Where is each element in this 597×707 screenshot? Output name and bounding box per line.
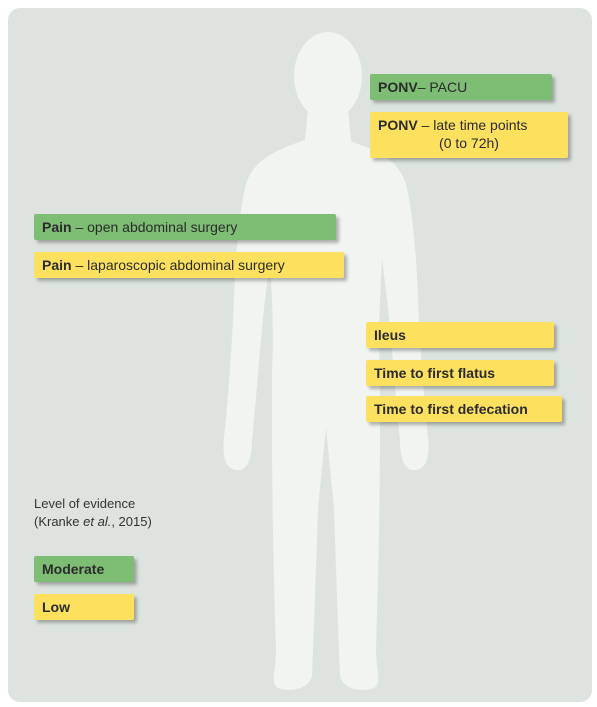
label-ileus-strong: Ileus bbox=[374, 327, 406, 343]
label-time-to-first-flatus: Time to first flatus bbox=[366, 360, 554, 386]
label-pain-open: Pain – open abdominal surgery bbox=[34, 214, 336, 240]
figure-panel: PONV– PACU PONV – late time points (0 to… bbox=[8, 8, 592, 702]
label-pain-open-text: – open abdominal surgery bbox=[72, 219, 238, 235]
label-pain-laparoscopic: Pain – laparoscopic abdominal surgery bbox=[34, 252, 344, 278]
label-pain-lap-text: – laparoscopic abdominal surgery bbox=[72, 257, 285, 273]
legend-title: Level of evidence bbox=[34, 496, 135, 511]
legend-citation: (Kranke et al., 2015) bbox=[34, 514, 152, 529]
label-ponv-pacu-text: – PACU bbox=[418, 79, 468, 95]
label-ileus: Ileus bbox=[366, 322, 554, 348]
label-defecation-strong: Time to first defecation bbox=[374, 401, 528, 417]
legend-item-moderate: Moderate bbox=[34, 556, 134, 582]
label-pain-open-strong: Pain bbox=[42, 219, 72, 235]
label-ponv-late-strong: PONV bbox=[378, 117, 418, 133]
label-ponv-pacu-strong: PONV bbox=[378, 79, 418, 95]
label-ponv-pacu: PONV– PACU bbox=[370, 74, 552, 100]
legend-citation-year: , 2015) bbox=[111, 514, 151, 529]
label-flatus-strong: Time to first flatus bbox=[374, 365, 495, 381]
label-time-to-first-defecation: Time to first defecation bbox=[366, 396, 562, 422]
label-pain-lap-strong: Pain bbox=[42, 257, 72, 273]
label-ponv-late: PONV – late time points (0 to 72h) bbox=[370, 112, 568, 158]
label-ponv-late-text: – late time points bbox=[418, 117, 528, 133]
legend-citation-author: (Kranke bbox=[34, 514, 83, 529]
legend-item-low: Low bbox=[34, 594, 134, 620]
label-ponv-late-range: (0 to 72h) bbox=[378, 134, 560, 152]
legend-citation-etal: et al. bbox=[83, 514, 111, 529]
legend-low-label: Low bbox=[42, 599, 70, 615]
legend-moderate-label: Moderate bbox=[42, 561, 104, 577]
